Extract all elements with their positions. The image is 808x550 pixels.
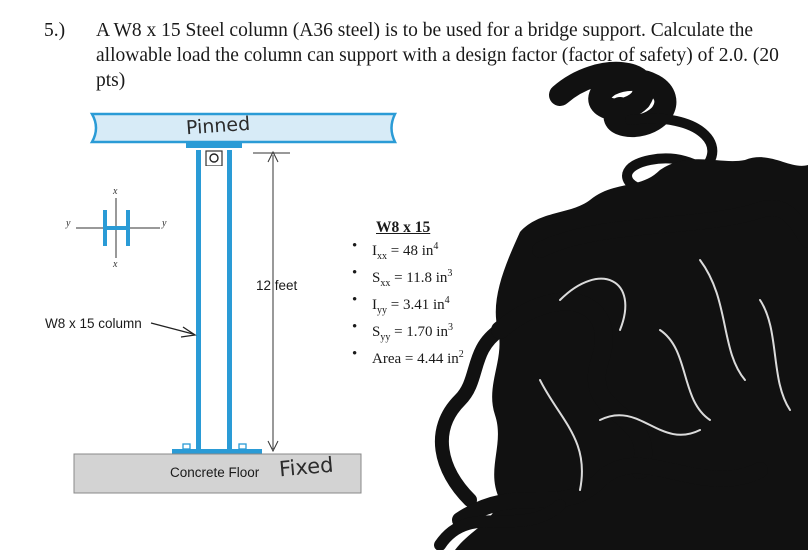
section-flange-left — [103, 210, 107, 246]
scribble-strokes — [434, 200, 808, 550]
pinned-annotation: Pinned — [185, 112, 251, 140]
property-exponent: 3 — [447, 268, 453, 279]
property-subscript: xx — [380, 278, 391, 289]
concrete-floor — [73, 453, 362, 494]
dimension-arrow-down — [267, 440, 279, 453]
property-symbol: I — [372, 297, 377, 313]
column-web — [201, 166, 227, 449]
section-properties: W8 x 15 Ixx = 48 in4Sxx = 11.8 in3Iyy = … — [352, 219, 464, 368]
column-top-plate — [186, 142, 242, 148]
column-flange-right — [227, 150, 232, 449]
property-item: Sxx = 11.8 in3 — [352, 265, 464, 292]
property-item: Syy = 1.70 in3 — [352, 319, 464, 346]
property-value: = 48 in — [387, 243, 434, 259]
properties-list: Ixx = 48 in4Sxx = 11.8 in3Iyy = 3.41 in4… — [352, 238, 464, 368]
property-subscript: xx — [377, 251, 387, 262]
property-value: = 1.70 in — [390, 324, 448, 340]
property-exponent: 2 — [458, 349, 464, 360]
problem-number: 5.) — [44, 20, 66, 41]
property-subscript: yy — [377, 305, 387, 316]
property-value: = 3.41 in — [387, 297, 445, 313]
anchor-bolt-left — [182, 443, 191, 450]
column-callout-arrowhead — [180, 326, 197, 338]
column-label: W8 x 15 column — [45, 316, 142, 331]
section-flange-right — [126, 210, 130, 246]
property-item: Iyy = 3.41 in4 — [352, 292, 464, 319]
scribble-highlights — [539, 259, 791, 491]
property-symbol: I — [372, 243, 377, 259]
property-value: = 4.44 in — [401, 351, 459, 367]
fixed-annotation: Fixed — [278, 452, 335, 482]
problem-text: A W8 x 15 Steel column (A36 steel) is to… — [96, 20, 779, 91]
property-exponent: 3 — [447, 322, 453, 333]
properties-title: W8 x 15 — [376, 219, 431, 236]
section-web — [107, 226, 126, 230]
axis-x-bottom: x — [113, 259, 118, 270]
bridge-beam — [89, 112, 398, 144]
property-symbol: S — [372, 270, 381, 286]
property-value: = 11.8 in — [390, 270, 448, 286]
axis-x-top: x — [113, 186, 118, 197]
property-item: Area = 4.44 in2 — [352, 346, 464, 368]
axis-y-left: y — [66, 218, 71, 229]
axis-y-right: y — [162, 218, 167, 229]
property-exponent: 4 — [444, 295, 450, 306]
column-base-plate — [172, 449, 262, 454]
property-symbol: S — [372, 324, 381, 340]
column-callout-line — [150, 322, 194, 335]
height-label: 12 feet — [256, 278, 298, 293]
column-flange-left — [196, 150, 201, 449]
dimension-arrow-up — [267, 150, 279, 163]
floor-label: Concrete Floor — [170, 465, 260, 480]
anchor-bolt-right — [238, 443, 247, 450]
property-subscript: yy — [380, 332, 391, 343]
property-item: Ixx = 48 in4 — [352, 238, 464, 265]
property-exponent: 4 — [433, 241, 439, 252]
property-symbol: Area — [372, 351, 402, 367]
pin-icon — [209, 153, 219, 163]
